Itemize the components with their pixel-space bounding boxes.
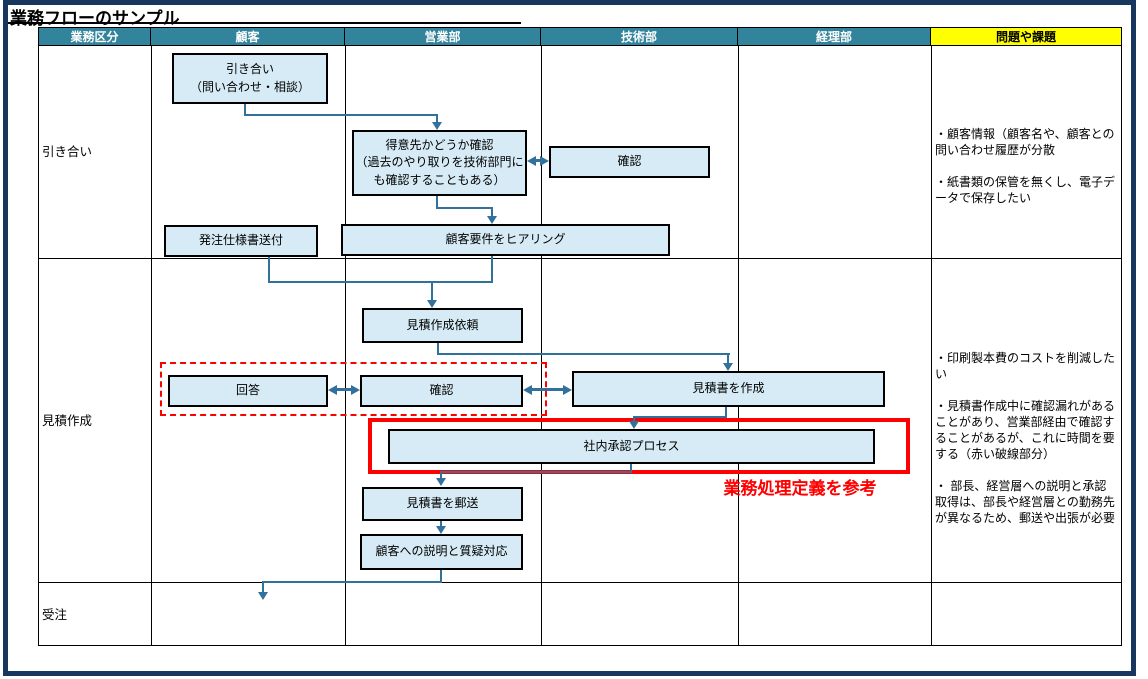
arrowhead-down-icon: [436, 526, 446, 534]
row-label-inquiry: 引き合い: [42, 145, 93, 159]
arrowhead-down-icon: [436, 478, 446, 486]
grid-line-horizontal: [39, 582, 1121, 583]
issues-text-quotation: ・印刷製本費のコストを削減したい ・見積書作成中に確認漏れがあることがあり、営業…: [935, 351, 1116, 525]
row-label-quotation: 見積作成: [42, 413, 93, 428]
arrowhead-left-icon: [328, 385, 337, 395]
red-solid-highlight[interactable]: [368, 418, 910, 474]
connector-line: [431, 281, 433, 300]
arrowhead-left-icon: [527, 156, 536, 166]
connector-line: [262, 581, 264, 592]
issues-text-inquiry: ・顧客情報（顧客名や、顧客との問い合わせ履歴が分散 ・紙書類の保管を無くし、電子…: [935, 127, 1116, 205]
connector-line: [436, 207, 493, 209]
arrowhead-down-icon: [629, 421, 639, 429]
connector-line: [727, 353, 729, 363]
grid-line-vertical: [541, 28, 542, 645]
connector-line: [335, 388, 353, 391]
grid-line-vertical: [931, 28, 932, 645]
flow-box-approval-process[interactable]: 社内承認プロセス: [388, 429, 875, 464]
page-title: 業務フローのサンプル: [10, 9, 180, 28]
arrowhead-left-icon: [523, 385, 532, 395]
connector-line: [436, 196, 438, 209]
flow-box-create-quote[interactable]: 見積書を作成: [572, 371, 885, 407]
grid-line-vertical: [738, 28, 739, 645]
arrowhead-right-icon: [563, 385, 572, 395]
arrowhead-down-icon: [432, 122, 442, 130]
connector-line: [440, 570, 442, 583]
grid-line-vertical: [151, 28, 152, 645]
connector-line: [491, 256, 493, 283]
connector-line: [630, 464, 632, 473]
connector-line: [244, 104, 246, 116]
column-header-issues: 問題や課題: [931, 28, 1121, 45]
flow-box-check-customer[interactable]: 得意先かどうか確認 （過去のやり取りを技術部門に も確認することもある）: [352, 130, 527, 196]
flow-box-reply[interactable]: 回答: [168, 375, 328, 407]
flow-box-mail-quote[interactable]: 見積書を郵送: [362, 487, 523, 521]
column-header-category: 業務区分: [39, 28, 151, 45]
connector-line: [440, 471, 442, 478]
connector-line: [244, 114, 438, 116]
column-header-customer: 顧客: [151, 28, 345, 45]
connector-line: [268, 257, 270, 283]
connector-line: [437, 353, 730, 355]
connector-line: [491, 207, 493, 216]
connector-line: [633, 416, 635, 421]
grid-line-horizontal: [39, 45, 1121, 46]
connector-line: [440, 521, 442, 527]
outer-frame: [3, 0, 1136, 676]
arrowhead-down-icon: [258, 592, 268, 600]
connector-line: [436, 114, 438, 122]
arrowhead-right-icon: [351, 385, 360, 395]
connector-line: [530, 388, 565, 391]
row-label-order: 受注: [42, 608, 68, 622]
flow-box-inquiry[interactable]: 引き合い （問い合わせ・相談）: [172, 53, 328, 104]
arrowhead-down-icon: [487, 216, 497, 224]
flow-box-confirm-tech[interactable]: 確認: [549, 146, 710, 178]
connector-line: [268, 281, 493, 283]
connector-line: [725, 407, 727, 418]
grid-line-horizontal: [39, 258, 1121, 259]
connector-line: [262, 581, 442, 583]
connector-line: [437, 343, 439, 355]
connector-line: [633, 416, 727, 418]
flow-table: 業務区分 顧客 営業部 技術部 経理部 問題や課題: [38, 27, 1122, 646]
flow-box-quote-request[interactable]: 見積作成依頼: [362, 308, 523, 343]
flow-box-explain[interactable]: 顧客への説明と質疑対応: [360, 534, 523, 570]
column-header-sales: 営業部: [345, 28, 541, 45]
connector-line: [440, 471, 632, 473]
connector-line: [533, 159, 544, 162]
arrowhead-down-icon: [723, 363, 733, 371]
title-underline: [8, 22, 521, 24]
flow-box-confirm-sales[interactable]: 確認: [360, 375, 523, 407]
arrowhead-right-icon: [540, 156, 549, 166]
column-header-engineering: 技術部: [541, 28, 738, 45]
flow-box-send-order-spec[interactable]: 発注仕様書送付: [164, 225, 318, 257]
column-header-accounting: 経理部: [738, 28, 931, 45]
arrowhead-down-icon: [427, 300, 437, 308]
flow-box-hearing[interactable]: 顧客要件をヒアリング: [341, 224, 670, 256]
grid-line-vertical: [345, 28, 346, 645]
red-annotation: 業務処理定義を参考: [723, 479, 877, 498]
